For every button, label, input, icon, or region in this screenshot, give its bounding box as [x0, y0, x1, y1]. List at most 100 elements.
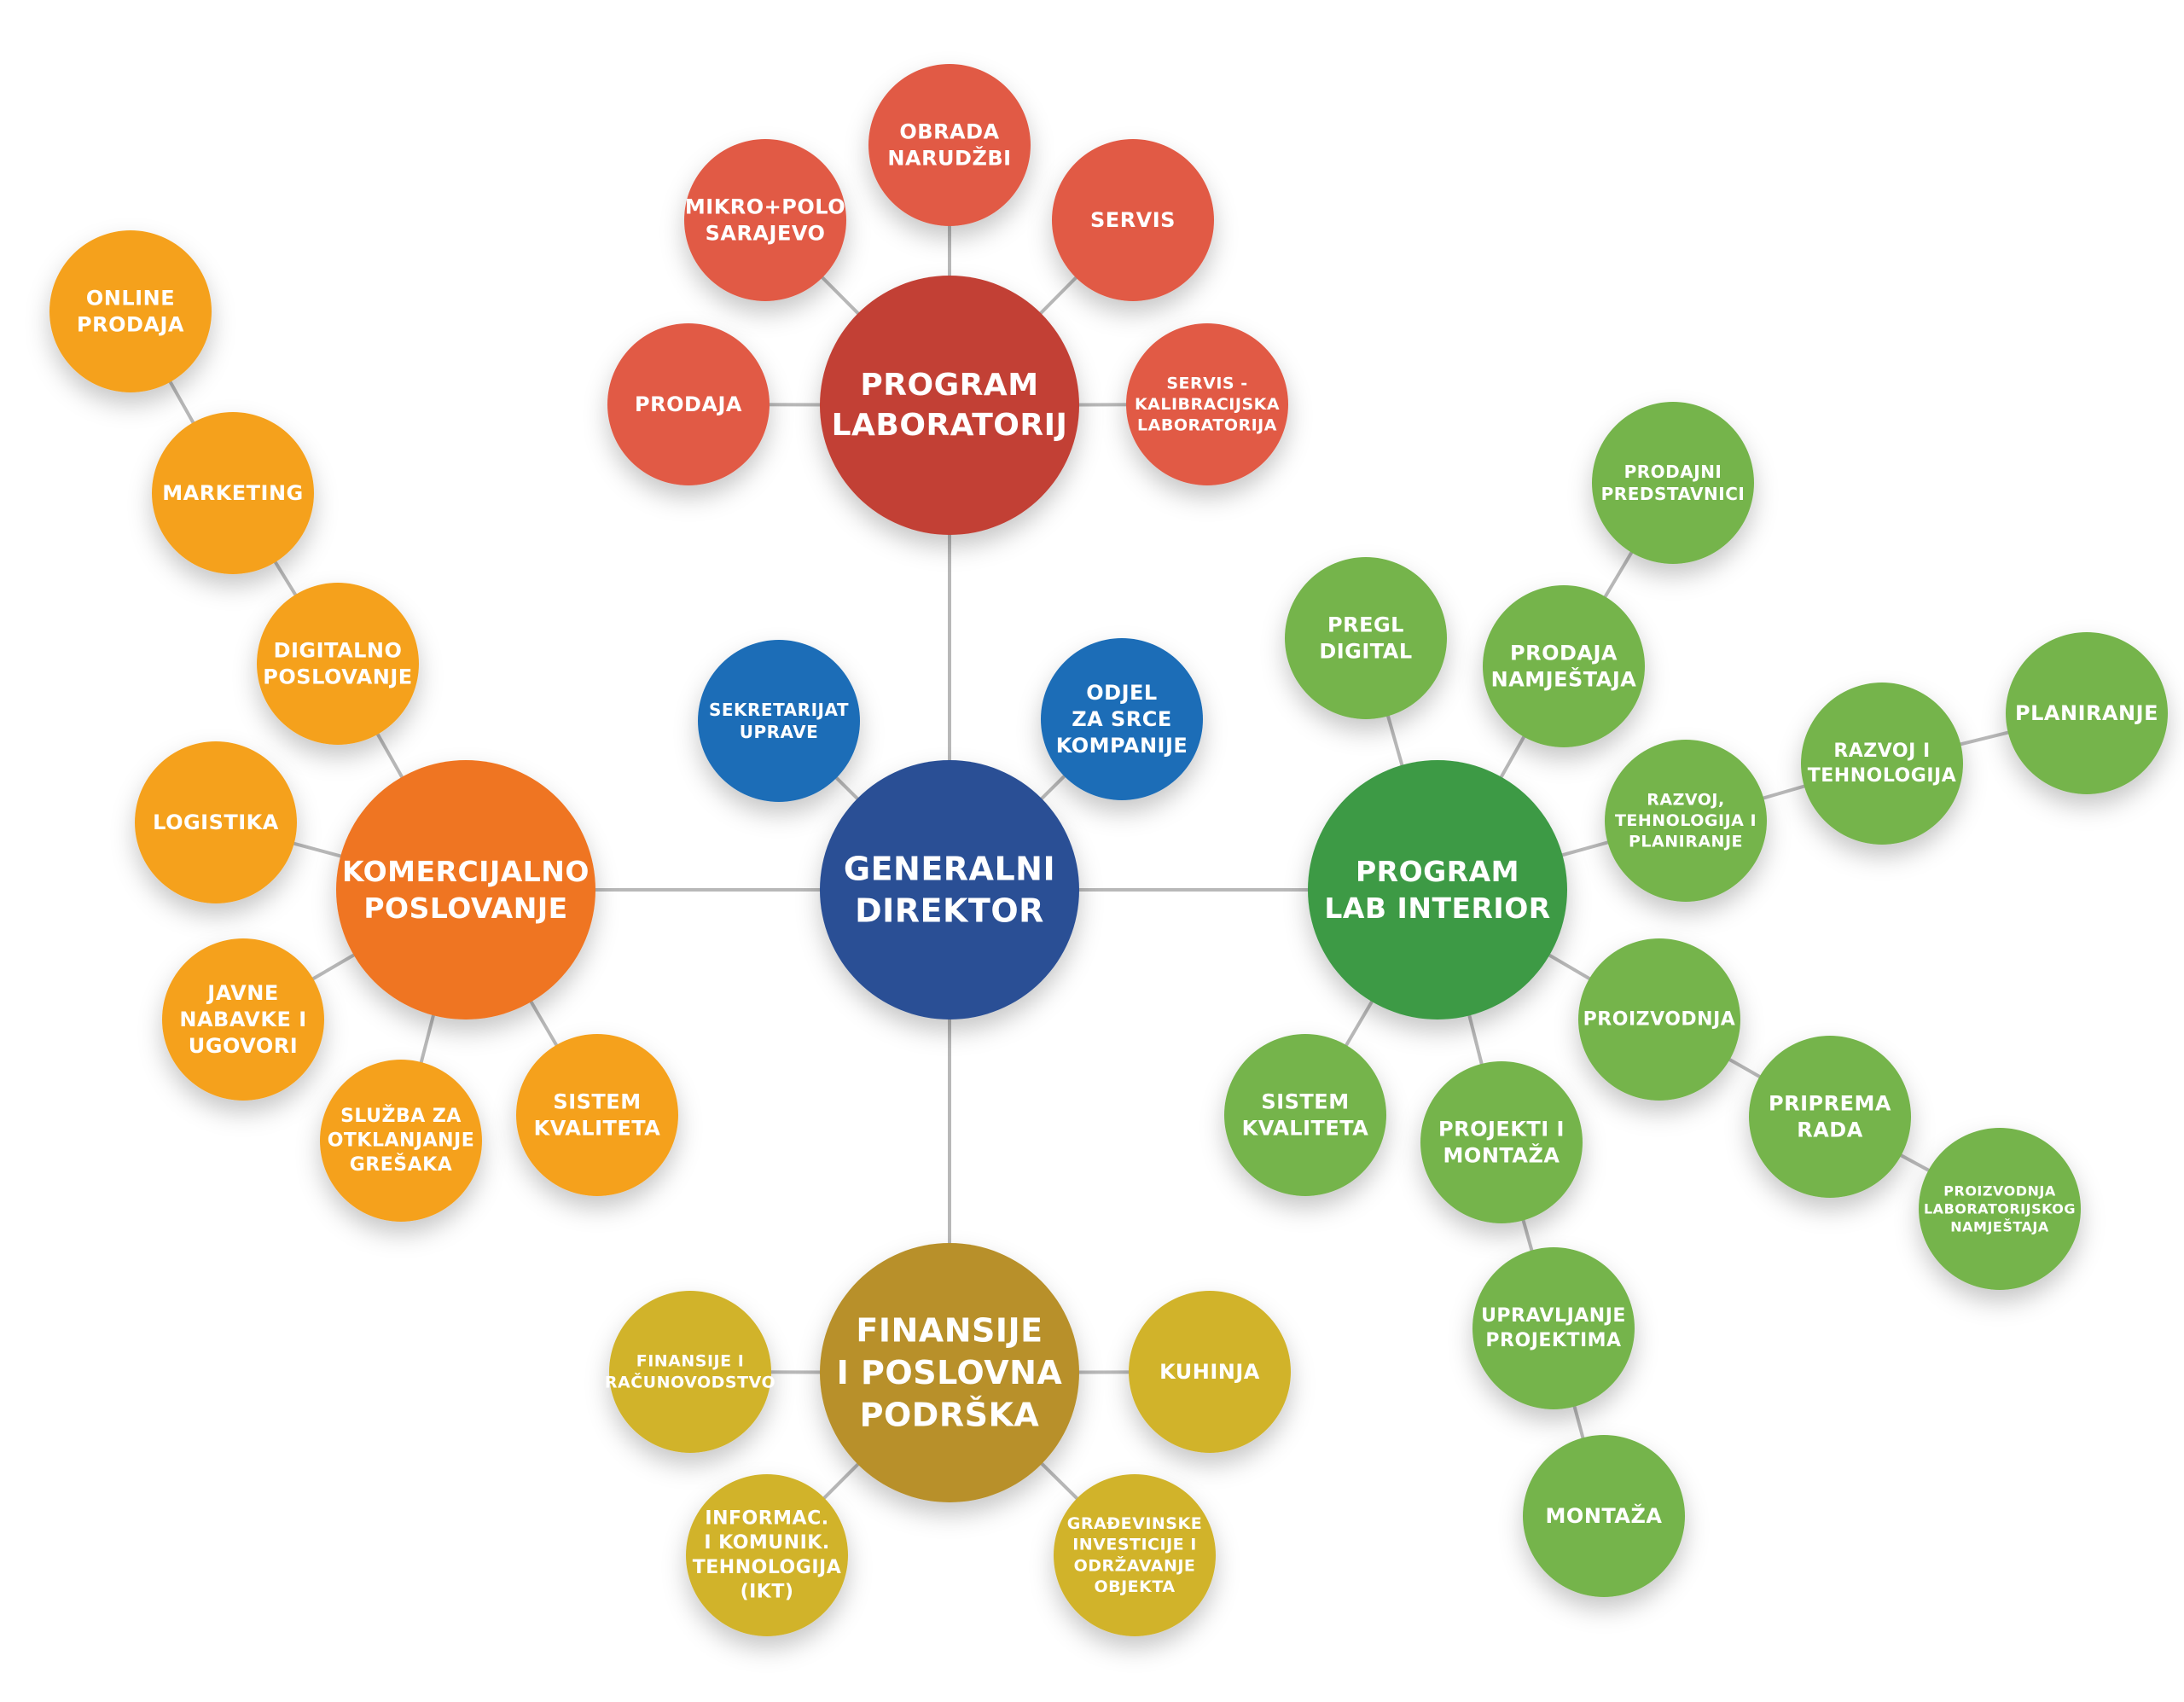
node-sistem-kvaliteta-komercijalno: SISTEM KVALITETA — [516, 1034, 678, 1196]
node-kuhinja: KUHINJA — [1129, 1291, 1291, 1453]
node-label-line: PROGRAM — [860, 368, 1038, 403]
node-circle — [49, 230, 212, 392]
node-label-line: PRIPREMA — [1769, 1091, 1891, 1115]
node-circle — [1054, 1474, 1216, 1636]
node-circle — [698, 640, 860, 802]
node-label-line: PLANIRANJE — [1629, 833, 1743, 851]
node-circle — [162, 938, 324, 1101]
node-logistika: LOGISTIKA — [135, 741, 297, 903]
node-label-line: INFORMAC. — [705, 1508, 828, 1530]
node-label-line: UPRAVE — [740, 722, 819, 742]
node-label-line: RAZVOJ, — [1647, 790, 1724, 809]
node-circle — [686, 1474, 848, 1636]
node-label-line: SERVIS - — [1166, 374, 1247, 392]
node-label-line: ZA SRCE — [1072, 707, 1172, 731]
node-label-line: GREŠAKA — [350, 1153, 452, 1176]
node-circle — [1749, 1036, 1911, 1198]
node-label-line: TEHNOLOGIJA — [1808, 765, 1956, 787]
node-online-prodaja: ONLINE PRODAJA — [49, 230, 212, 392]
node-label-line: NAMJEŠTAJA — [1491, 666, 1637, 692]
node-razvoj-tehnologija-i-planiranje: RAZVOJ, TEHNOLOGIJA I PLANIRANJE — [1605, 740, 1767, 902]
node-label-line: UPRAVLJANJE — [1481, 1305, 1626, 1327]
node-label-line: MONTAŽA — [1443, 1143, 1560, 1168]
node-label-line: PRODAJA — [77, 313, 184, 337]
node-label-line: GRAĐEVINSKE — [1067, 1514, 1202, 1533]
node-label-line: KOMERCIJALNO — [342, 855, 590, 888]
node-label-line: LAB INTERIOR — [1324, 892, 1550, 925]
node-label-line: OTKLANJANJE — [328, 1130, 475, 1152]
node-label-line: LOGISTIKA — [153, 810, 279, 834]
node-label-line: ODRŽAVANJE — [1074, 1555, 1196, 1575]
node-label-line: TEHNOLOGIJA — [693, 1557, 841, 1578]
node-circle — [1285, 557, 1447, 719]
node-label-line: UGOVORI — [189, 1034, 298, 1058]
node-label-line: PODRŠKA — [860, 1396, 1040, 1433]
node-servis: SERVIS — [1052, 139, 1214, 301]
node-program-laboratorij: PROGRAM LABORATORIJ — [820, 276, 1079, 535]
node-upravljanje-projektima: UPRAVLJANJE PROJEKTIMA — [1472, 1247, 1635, 1409]
node-label-line: JAVNE — [206, 981, 278, 1005]
node-circle — [1523, 1435, 1685, 1597]
node-circle — [820, 760, 1079, 1019]
node-label-line: ONLINE — [86, 286, 175, 310]
node-circle — [1483, 585, 1645, 747]
node-label-line: OBJEKTA — [1094, 1577, 1175, 1596]
node-circle — [1420, 1061, 1583, 1223]
node-label-line: KOMPANIJE — [1056, 734, 1188, 758]
node-label-line: LABORATORIJSKOG — [1924, 1201, 2076, 1217]
node-label-line: NAMJEŠTAJA — [1950, 1218, 2049, 1234]
node-planiranje: PLANIRANJE — [2006, 632, 2168, 794]
node-circle — [336, 760, 595, 1019]
node-label-line: TEHNOLOGIJA I — [1615, 811, 1757, 830]
node-program-lab-interior: PROGRAM LAB INTERIOR — [1308, 760, 1567, 1019]
node-label-line: KVALITETA — [1242, 1117, 1369, 1141]
node-label-line: LABORATORIJ — [832, 408, 1068, 443]
node-label-line: RADA — [1797, 1118, 1863, 1142]
node-circle — [1801, 683, 1963, 845]
node-circle — [609, 1291, 771, 1453]
node-label-line: PRODAJA — [635, 392, 742, 416]
node-circle — [1129, 1291, 1291, 1453]
node-label-line: KVALITETA — [534, 1117, 661, 1141]
node-label-line: NABAVKE I — [179, 1008, 306, 1031]
node-label-line: SISTEM — [553, 1089, 641, 1113]
node-label-line: INVESTICIJE I — [1072, 1536, 1197, 1554]
node-label-line: GENERALNI — [844, 850, 1055, 887]
node-circle — [1041, 638, 1203, 800]
node-label-line: PROJEKTIMA — [1485, 1330, 1621, 1351]
node-label-line: SLUŽBA ZA — [340, 1105, 462, 1127]
node-label-line: RAČUNOVODSTVO — [605, 1371, 775, 1391]
node-circle — [135, 741, 297, 903]
node-label-line: NARUDŽBI — [887, 146, 1011, 171]
node-label-line: SERVIS — [1090, 208, 1176, 232]
node-circle — [820, 276, 1079, 535]
node-circle — [607, 323, 770, 485]
node-circle — [257, 583, 419, 745]
node-circle — [2006, 632, 2168, 794]
node-label-line: DIGITALNO — [274, 638, 403, 662]
node-circle — [516, 1034, 678, 1196]
org-units: GENERALNIDIREKTORSEKRETARIJATUPRAVEODJEL… — [49, 64, 2168, 1636]
node-label-line: PROIZVODNJA — [1583, 1009, 1736, 1031]
node-circle — [1592, 402, 1754, 564]
node-circle — [684, 139, 846, 301]
node-circle — [820, 1243, 1079, 1502]
node-label-line: PROGRAM — [1356, 855, 1519, 888]
node-circle — [1126, 323, 1288, 485]
node-circle — [1578, 938, 1740, 1101]
node-label-line: SISTEM — [1261, 1089, 1349, 1113]
node-label-line: SARAJEVO — [706, 222, 826, 246]
node-circle — [320, 1060, 482, 1222]
node-circle — [1919, 1128, 2081, 1290]
node-circle — [1224, 1034, 1386, 1196]
node-label-line: ODJEL — [1086, 681, 1157, 705]
node-label-line: FINANSIJE — [856, 1312, 1043, 1350]
